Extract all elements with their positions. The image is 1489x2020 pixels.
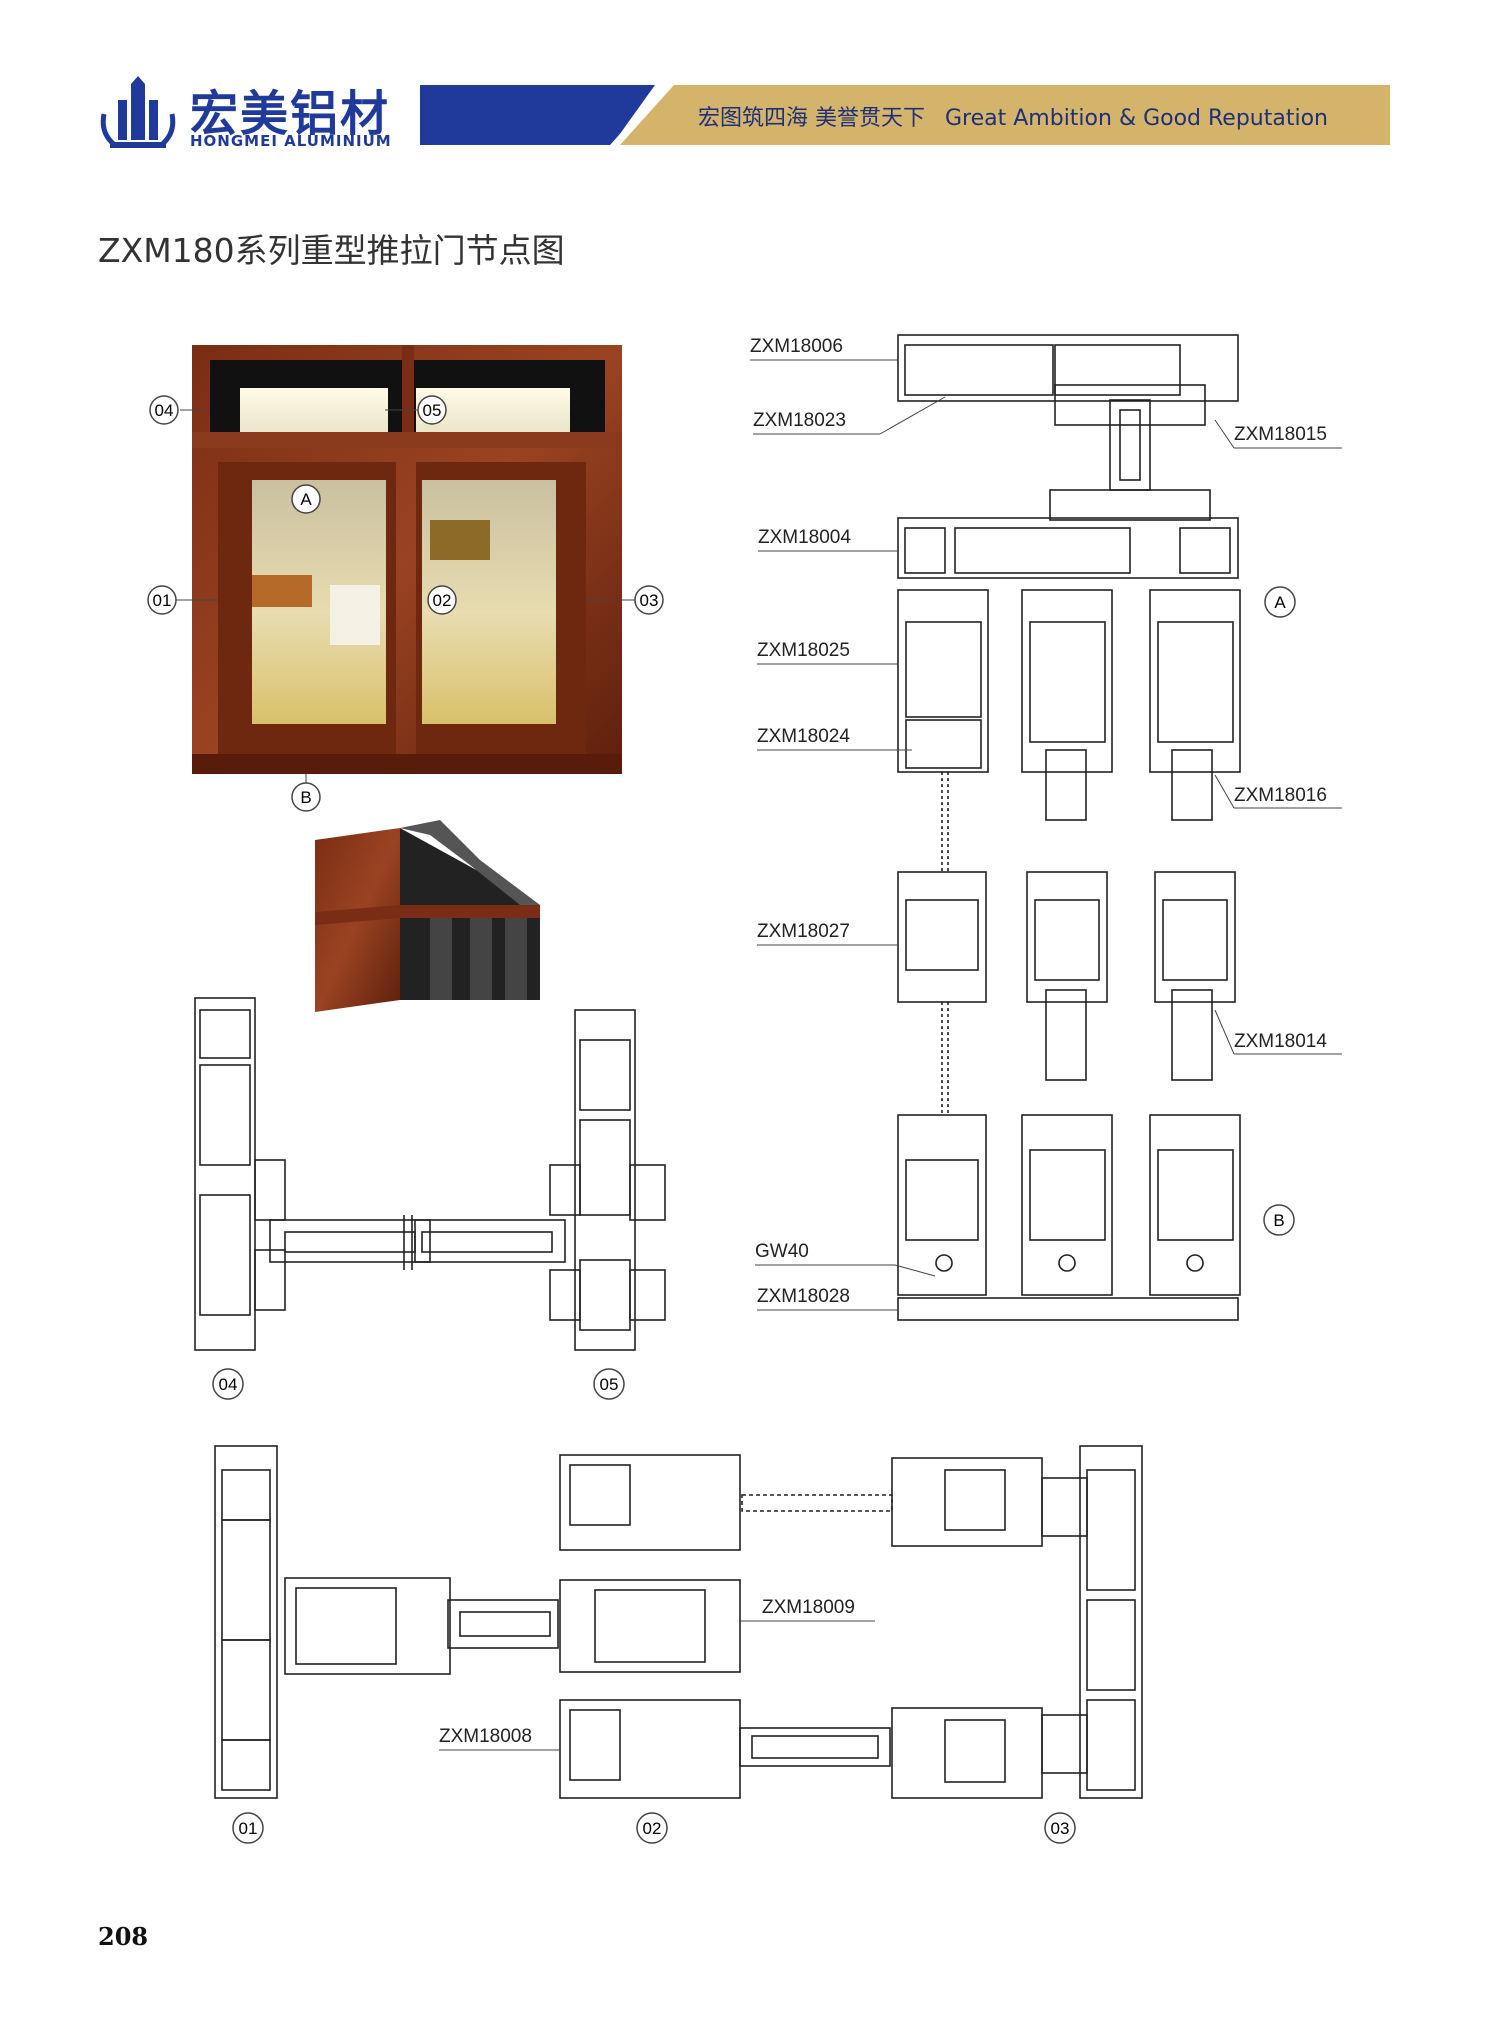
photo-markers: 04 05 01 02 03 A B [147, 395, 664, 812]
photo-marker-05: 05 [423, 401, 442, 420]
transom-section [194, 997, 666, 1351]
vertical-section [897, 334, 1241, 1321]
photo-marker-04: 04 [155, 401, 174, 420]
label-zxm18008: ZXM18008 [439, 1726, 532, 1747]
horizontal-section-markers: 01 02 03 [232, 1812, 1076, 1844]
section-marker-03: 03 [1051, 1819, 1070, 1838]
label-zxm18006: ZXM18006 [750, 336, 843, 357]
horizontal-section-labels: ZXM18009 ZXM18008 [439, 1597, 875, 1751]
label-zxm18027: ZXM18027 [757, 921, 850, 942]
label-zxm18009: ZXM18009 [762, 1597, 855, 1618]
transom-markers: 04 05 [212, 1368, 625, 1400]
profile-sample-3d [315, 820, 540, 1012]
section-marker-01: 01 [239, 1819, 258, 1838]
label-zxm18023: ZXM18023 [753, 410, 846, 431]
label-gw40: GW40 [755, 1241, 809, 1262]
door-photo [192, 345, 622, 774]
vertical-section-labels: ZXM18006 ZXM18023 ZXM18015 ZXM18004 ZXM1… [750, 336, 1342, 1311]
slogan-cn: 宏图筑四海 美誉贯天下 [698, 106, 925, 131]
label-zxm18014: ZXM18014 [1234, 1031, 1327, 1052]
horizontal-section [214, 1445, 1143, 1799]
photo-marker-03: 03 [640, 591, 659, 610]
brand-slogan: 宏图筑四海 美誉贯天下 Great Ambition & Good Reputat… [698, 100, 1328, 132]
section-marker-a: A [1274, 593, 1286, 612]
photo-marker-01: 01 [153, 591, 172, 610]
slogan-en: Great Ambition & Good Reputation [945, 106, 1329, 131]
brand-name-en: HONGMEI ALUMINIUM [190, 132, 392, 150]
building-logo-icon [100, 76, 176, 148]
photo-marker-b: B [300, 788, 311, 807]
transom-marker-04: 04 [219, 1375, 238, 1394]
page-number: 208 [98, 1922, 149, 1951]
section-marker-02: 02 [643, 1819, 662, 1838]
label-zxm18028: ZXM18028 [757, 1286, 850, 1307]
label-zxm18024: ZXM18024 [757, 726, 850, 747]
vertical-section-markers: A B [1263, 586, 1296, 1236]
photo-marker-a: A [300, 490, 312, 509]
transom-marker-05: 05 [600, 1375, 619, 1394]
label-zxm18015: ZXM18015 [1234, 424, 1327, 445]
page-title: ZXM180系列重型推拉门节点图 [98, 231, 565, 270]
section-marker-b: B [1273, 1211, 1284, 1230]
brand-name-cn: 宏美铝材 [190, 86, 391, 142]
photo-marker-02: 02 [433, 591, 452, 610]
label-zxm18016: ZXM18016 [1234, 785, 1327, 806]
label-zxm18004: ZXM18004 [758, 527, 851, 548]
label-zxm18025: ZXM18025 [757, 640, 850, 661]
header-band [420, 85, 1390, 145]
